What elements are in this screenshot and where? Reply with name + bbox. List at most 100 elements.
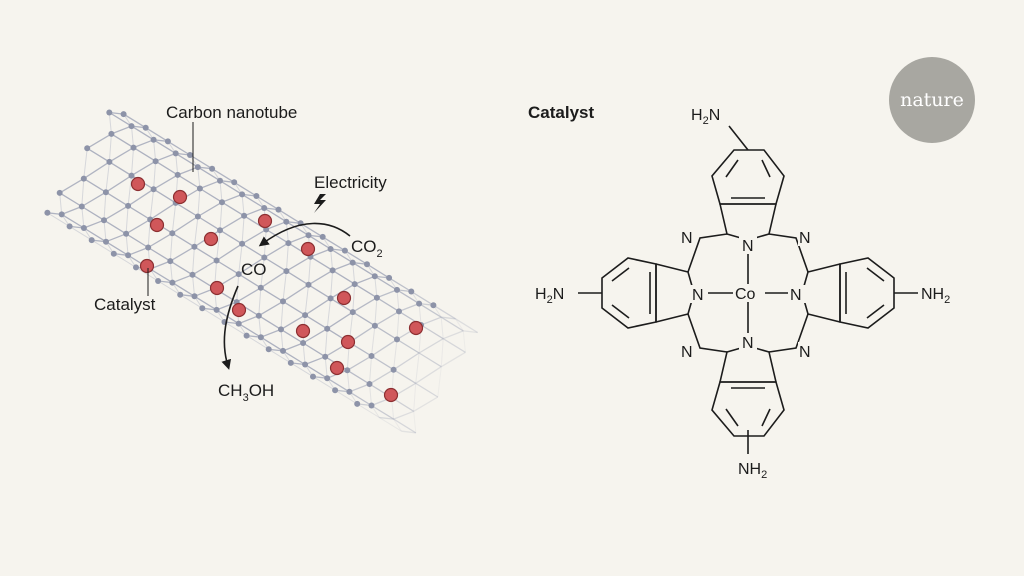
lattice-bond	[398, 302, 420, 313]
lattice-bond	[238, 256, 265, 275]
lattice-bond-back	[415, 382, 439, 398]
lattice-bond	[413, 396, 439, 412]
lattice-bond	[310, 256, 333, 271]
lattice-bond-back	[83, 148, 88, 179]
lattice-bond-back	[169, 261, 173, 283]
lattice-bond	[59, 178, 85, 194]
atom-cobalt: Co	[735, 286, 756, 303]
dbl-left-1	[611, 267, 630, 282]
lattice-bond	[83, 219, 105, 229]
ch3oh-oh-text: OH	[249, 381, 275, 400]
lattice-bond-back	[420, 324, 444, 340]
lattice-atom	[329, 267, 336, 274]
lattice-bond	[241, 228, 267, 245]
lattice-bond	[285, 221, 309, 236]
lattice-bond	[219, 180, 243, 195]
lattice-bond-back	[352, 284, 356, 313]
lattice-bond	[352, 297, 378, 313]
lattice-bond	[418, 352, 442, 368]
lattice-atom	[177, 291, 184, 298]
lattice-bond	[169, 260, 193, 276]
lattice-atom	[235, 320, 242, 327]
bridge-top-left	[687, 233, 728, 273]
lattice-atom	[194, 164, 201, 171]
lattice-bond	[388, 277, 412, 293]
lattice-bond	[108, 111, 132, 127]
lattice-bond	[330, 248, 354, 264]
lattice-atom	[88, 237, 95, 244]
lattice-bond	[147, 232, 173, 249]
lattice-bond	[131, 160, 156, 177]
lattice-bond	[332, 269, 356, 285]
lattice-bond-back	[263, 229, 267, 258]
lattice-bond	[379, 416, 394, 420]
lattice-bond	[61, 213, 85, 229]
lattice-bond	[149, 202, 177, 221]
lattice-atom	[128, 123, 135, 130]
lattice-bond-back	[268, 348, 292, 364]
lattice-bond	[442, 330, 464, 340]
lattice-bond	[177, 174, 201, 190]
lattice-bond	[260, 270, 287, 289]
lattice-bond-back	[418, 352, 442, 368]
catalyst-dot	[408, 320, 424, 336]
lattice-atom	[231, 179, 238, 186]
lattice-bond	[420, 324, 444, 340]
lattice-bond	[167, 140, 191, 156]
h2n-top-n: N	[709, 107, 721, 124]
lattice-bond-back	[440, 316, 464, 332]
lattice-bond	[109, 161, 132, 177]
catalyst-dot	[329, 360, 345, 376]
atom-labels: N N N N Co N N N N H2N H2N NH2 NH2	[535, 107, 950, 481]
lattice-bond	[265, 228, 289, 244]
lattice-bond	[420, 316, 442, 326]
lattice-bond	[308, 234, 331, 250]
bond-top-pyrrole-left	[719, 203, 742, 239]
lattice-bond	[133, 147, 156, 162]
lattice-bond	[308, 269, 333, 286]
lattice-bond	[219, 215, 245, 231]
lattice-atom	[255, 312, 262, 319]
catalyst-dots	[130, 176, 424, 403]
lattice-atom	[327, 246, 334, 252]
lattice-atom	[108, 130, 115, 137]
lattice-bond-back	[260, 257, 265, 288]
lattice-atom	[80, 175, 87, 182]
lattice-bond-back	[241, 215, 245, 244]
lattice-bond	[172, 282, 195, 297]
lattice-bond	[352, 262, 376, 277]
lattice-atom	[261, 205, 268, 211]
atom-n-meso-top-left: N	[681, 230, 693, 247]
h2n-top-h: H	[691, 107, 703, 124]
lattice-bond	[171, 232, 195, 248]
lattice-bond	[260, 336, 284, 352]
bond-right-pyrrole-bottom	[803, 299, 841, 323]
lattice-bond	[105, 233, 127, 243]
group-nh2-right: NH2	[921, 286, 950, 306]
lattice-atom	[332, 387, 339, 394]
lattice-bond	[131, 125, 154, 141]
lattice-bond-back	[396, 289, 400, 312]
lattice-bond-back	[153, 161, 157, 190]
lattice-bond-back	[455, 318, 464, 332]
lattice-bond	[83, 161, 110, 180]
lattice-bond	[260, 328, 282, 338]
lattice-atom	[102, 189, 109, 196]
lattice-bond-back	[59, 192, 63, 215]
lattice-bond-back	[258, 315, 262, 338]
ch3oh-ch-text: CH	[218, 381, 243, 400]
lattice-bond	[354, 283, 378, 299]
lattice-atom	[120, 111, 127, 118]
lattice-atom	[278, 326, 284, 333]
lattice-bond	[241, 243, 265, 259]
lattice-bond	[371, 338, 398, 357]
lattice-atom	[235, 271, 242, 278]
lattice-bond	[330, 297, 354, 313]
lattice-atom	[194, 213, 201, 220]
lattice-atom	[191, 243, 198, 250]
lattice-bond	[280, 328, 304, 344]
bond-left-pyrrole-top	[655, 263, 693, 287]
lattice-bond-back	[258, 287, 262, 316]
lattice-bond	[393, 352, 420, 371]
lattice-bond-back	[69, 225, 92, 241]
